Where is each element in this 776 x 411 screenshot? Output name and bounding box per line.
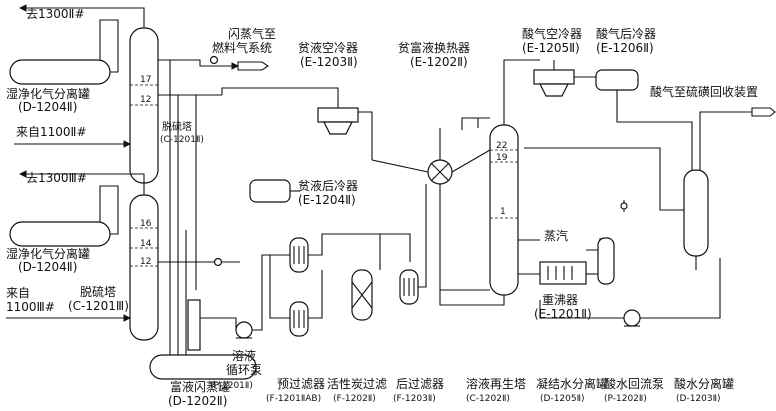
pre-filter-top xyxy=(289,237,309,273)
circulation-pump-p1201 xyxy=(235,321,253,339)
acid-after-cooler-tag: (E-1206Ⅱ) xyxy=(596,41,654,55)
after-filter-f1203 xyxy=(399,269,419,305)
lean-after-cooler-name: 贫液后冷器 xyxy=(298,178,358,193)
steam-label: 蒸汽 xyxy=(544,228,568,243)
reflux-pump-p1202 xyxy=(623,309,641,327)
wet-sep-top-vessel xyxy=(9,59,111,85)
bottom-label-name: 酸水回流泵 xyxy=(604,376,664,391)
rich-flash-tank-name: 富液闪蒸罐 xyxy=(170,379,230,394)
carbon-filter-f1202 xyxy=(351,269,373,321)
tray-label: 17 xyxy=(140,75,151,85)
reboiler-tag: (E-1201Ⅱ) xyxy=(534,307,592,321)
rich-lean-exchanger-e1202 xyxy=(427,159,453,185)
bottom-label-tag: (D-1205Ⅱ) xyxy=(540,394,585,404)
acid-air-cooler-name: 酸气空冷器 xyxy=(522,26,582,41)
tray-label: 19 xyxy=(496,153,508,163)
acid-gas-label: 酸气至硫磺回收装置 xyxy=(650,84,758,99)
from-1100-iii-label-a: 来自 xyxy=(6,286,30,300)
wet-sep-bottom-tag: (D-1204Ⅱ) xyxy=(18,260,77,274)
exchanger-name: 贫富液换热器 xyxy=(398,40,470,55)
to-1300-ii-label: 去1300Ⅱ# xyxy=(26,7,85,21)
pre-filter-bottom xyxy=(289,301,309,337)
exchanger-tag: (E-1202Ⅱ) xyxy=(410,55,468,69)
from-1100-iii-label-b: 1100Ⅲ# xyxy=(6,300,55,314)
absorber-c1201-ii: 17 12 xyxy=(129,27,159,184)
bottom-label-name: 凝结水分离罐 xyxy=(536,376,608,391)
regenerator-c1202: 22 19 1 xyxy=(489,124,519,296)
acid-air-cooler-tag: (E-1205Ⅱ) xyxy=(522,41,580,55)
pump-name-b: 循环泵 xyxy=(226,363,262,377)
flash-gas-label-b: 燃料气系统 xyxy=(212,40,272,55)
reboiler-e1201 xyxy=(539,261,587,285)
acid-air-cooler-e1205 xyxy=(533,69,575,97)
bottom-label-name: 活性炭过滤 xyxy=(327,377,387,391)
lean-after-cooler-tag: (E-1204Ⅱ) xyxy=(298,193,356,207)
tray-label: 22 xyxy=(496,141,507,151)
bottom-label-name: 酸水分离罐 xyxy=(674,376,734,391)
wet-sep-top-name: 湿净化气分离罐 xyxy=(6,86,90,101)
acid-water-separator-d1203 xyxy=(683,169,709,257)
bottom-label-tag: (F-1201ⅡAB) xyxy=(266,394,321,404)
bottom-label-tag: (C-1202Ⅱ) xyxy=(466,394,510,404)
lean-air-cooler-e1203 xyxy=(317,107,359,135)
lean-air-cooler-name: 贫液空冷器 xyxy=(298,40,358,55)
flash-gas-label-a: 闪蒸气至 xyxy=(228,26,276,41)
absorber-bottom-tag: (C-1201Ⅲ) xyxy=(68,299,129,313)
bottom-label-name: 溶液再生塔 xyxy=(466,376,526,391)
tray-label: 12 xyxy=(140,95,151,105)
bottom-label-tag: (P-1202Ⅱ) xyxy=(604,394,647,404)
pump-name-a: 溶液 xyxy=(232,348,256,363)
to-1300-iii-label: 去1300Ⅲ# xyxy=(26,171,87,185)
bottom-label-tag: (F-1202Ⅱ) xyxy=(333,394,376,404)
wet-sep-top-tag: (D-1204Ⅱ) xyxy=(18,100,77,114)
absorber-top-name: 脱硫塔 xyxy=(162,120,192,133)
reboiler-name: 重沸器 xyxy=(542,293,578,307)
absorber-c1201-iii: 16 14 12 xyxy=(129,194,159,341)
tray-label: 14 xyxy=(140,239,152,249)
lean-after-cooler-e1204 xyxy=(249,179,291,203)
acid-after-cooler-e1206 xyxy=(595,69,639,91)
bottom-label-name: 后过滤器 xyxy=(396,377,444,391)
bottom-label-tag: (D-1203Ⅱ) xyxy=(676,394,721,404)
tray-label: 16 xyxy=(140,219,152,229)
bottom-label-name: 预过滤器 xyxy=(277,377,325,391)
wet-sep-bottom-vessel xyxy=(9,221,111,247)
pump-tag: (P-1201Ⅱ) xyxy=(210,381,253,391)
tray-label: 1 xyxy=(500,207,506,217)
from-1100-ii-label: 来自1100Ⅱ# xyxy=(16,125,87,139)
bottom-label-tag: (F-1203Ⅱ) xyxy=(393,394,436,404)
absorber-bottom-name: 脱硫塔 xyxy=(80,284,116,299)
rich-flash-tank xyxy=(149,354,257,380)
rich-filter-column xyxy=(187,299,201,351)
acid-after-cooler-name: 酸气后冷器 xyxy=(596,26,656,41)
tray-label: 12 xyxy=(140,257,151,267)
condensate-separator-d1205 xyxy=(597,237,615,285)
rich-flash-tank-tag: (D-1202Ⅱ) xyxy=(168,394,227,408)
absorber-top-tag: (C-1201Ⅱ) xyxy=(160,135,204,145)
wet-sep-bottom-name: 湿净化气分离罐 xyxy=(6,246,90,261)
lean-air-cooler-tag: (E-1203Ⅱ) xyxy=(300,55,358,69)
